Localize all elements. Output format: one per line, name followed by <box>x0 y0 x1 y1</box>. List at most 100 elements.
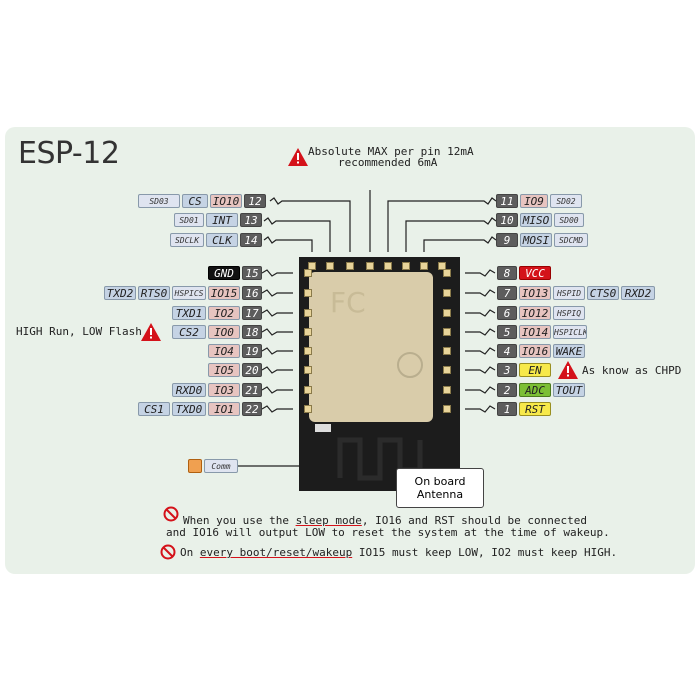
pin5-gpio: IO14 <box>519 325 551 339</box>
sleep-mode-note: When you use the sleep mode, IO16 and RS… <box>183 514 587 527</box>
io0-boot-note: HIGH Run, LOW Flash <box>16 325 142 338</box>
boot-note: On every boot/reset/wakeup IO15 must kee… <box>180 546 618 559</box>
fcc-logo: FC <box>330 286 366 319</box>
pin12-gpio: IO10 <box>210 194 242 208</box>
prohibited-icon <box>160 544 176 560</box>
pin3-number: 3 <box>497 363 517 377</box>
pin19-gpio: IO4 <box>208 344 240 358</box>
pin22-number: 22 <box>242 402 262 416</box>
pad <box>304 269 312 277</box>
pin14-name: CLK <box>206 233 238 247</box>
pin20-number: 20 <box>242 363 262 377</box>
pin2-tout: TOUT <box>553 383 585 397</box>
pin16-rts0: RTS0 <box>138 286 170 300</box>
pad <box>366 262 374 270</box>
pad <box>326 262 334 270</box>
comm-icon <box>188 459 202 473</box>
pin9-sd: SDCMD <box>554 233 588 247</box>
pin18-gpio: IO0 <box>208 325 240 339</box>
pin7-gpio: IO13 <box>519 286 551 300</box>
warning-icon <box>141 323 161 341</box>
page-title: ESP-12 <box>18 136 120 171</box>
pin16-gpio: IO15 <box>208 286 240 300</box>
pin17-number: 17 <box>242 306 262 320</box>
pin16-number: 16 <box>242 286 262 300</box>
pin19-number: 19 <box>242 344 262 358</box>
pin18-number: 18 <box>242 325 262 339</box>
comm-label: Comm <box>204 459 238 473</box>
en-alias-note: As know as CHPD <box>582 364 682 377</box>
pin7-hspid: HSPID <box>553 286 585 300</box>
pin21-gpio: IO3 <box>208 383 240 397</box>
pin10-number: 10 <box>496 213 518 227</box>
pin14-number: 14 <box>240 233 262 247</box>
pin5-number: 5 <box>497 325 517 339</box>
pin5-hspiclk: HSPICLK <box>553 325 587 339</box>
pad <box>304 366 312 374</box>
pin8-name: VCC <box>519 266 551 280</box>
pin20-gpio: IO5 <box>208 363 240 377</box>
pin10-name: MISO <box>520 213 552 227</box>
pin21-number: 21 <box>242 383 262 397</box>
pin6-number: 6 <box>497 306 517 320</box>
prohibited-icon <box>163 506 179 522</box>
pin22-txd0: TXD0 <box>172 402 206 416</box>
pin4-wake: WAKE <box>553 344 585 358</box>
pin13-number: 13 <box>240 213 262 227</box>
pad <box>443 328 451 336</box>
sleep-mode-note-2: and IO16 will output LOW to reset the sy… <box>166 526 610 539</box>
pin8-number: 8 <box>497 266 517 280</box>
pad <box>304 289 312 297</box>
pad <box>443 405 451 413</box>
pin7-number: 7 <box>497 286 517 300</box>
pin11-number: 11 <box>496 194 518 208</box>
pin21-rxd0: RXD0 <box>172 383 206 397</box>
pad <box>443 269 451 277</box>
pin16-txd2: TXD2 <box>104 286 136 300</box>
pin2-number: 2 <box>497 383 517 397</box>
pin15-name: GND <box>208 266 240 280</box>
pin22-cs1: CS1 <box>138 402 170 416</box>
pin18-cs2: CS2 <box>172 325 206 339</box>
pin11-sd: SD02 <box>550 194 582 208</box>
pin9-name: MOSI <box>520 233 552 247</box>
pin13-name: INT <box>206 213 238 227</box>
pin11-gpio: IO9 <box>520 194 548 208</box>
pin14-sd: SDCLK <box>170 233 204 247</box>
pad <box>443 309 451 317</box>
pin6-gpio: IO12 <box>519 306 551 320</box>
warning-icon <box>558 361 578 379</box>
pin4-gpio: IO16 <box>519 344 551 358</box>
pin10-sd: SD00 <box>554 213 584 227</box>
pad <box>443 386 451 394</box>
pin4-number: 4 <box>497 344 517 358</box>
pin12-sd: SD03 <box>138 194 180 208</box>
pad <box>402 262 410 270</box>
pin7-cts0: CTS0 <box>587 286 619 300</box>
max-current-note: Absolute MAX per pin 12mA <box>308 145 474 158</box>
pad <box>304 309 312 317</box>
pin22-gpio: IO1 <box>208 402 240 416</box>
pad <box>443 366 451 374</box>
pad <box>304 386 312 394</box>
pin3-name: EN <box>519 363 551 377</box>
pad <box>346 262 354 270</box>
pad <box>304 405 312 413</box>
warning-icon <box>288 148 308 166</box>
pad <box>308 262 316 270</box>
pin13-sd: SD01 <box>174 213 204 227</box>
pad <box>443 289 451 297</box>
pin1-number: 1 <box>497 402 517 416</box>
recommended-current-note: recommended 6mA <box>338 156 438 169</box>
pin15-number: 15 <box>242 266 262 280</box>
pad <box>304 347 312 355</box>
pin17-gpio: IO2 <box>208 306 240 320</box>
pin2-name: ADC <box>519 383 551 397</box>
pin9-number: 9 <box>496 233 518 247</box>
pin6-hspiq: HSPIQ <box>553 306 585 320</box>
pad <box>443 347 451 355</box>
pin7-rxd2: RXD2 <box>621 286 655 300</box>
